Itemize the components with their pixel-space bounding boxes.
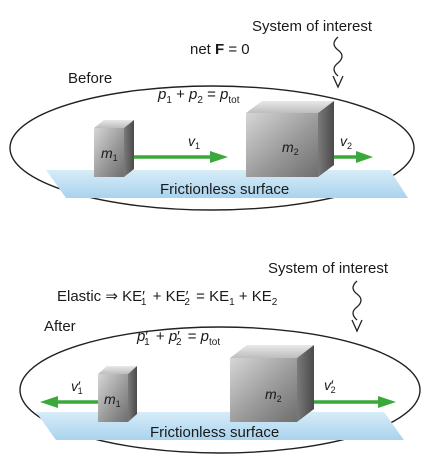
frictionless-surface-label-bottom: Frictionless surface (150, 424, 279, 441)
block-m1-bottom (98, 366, 137, 422)
system-of-interest-label-bottom: System of interest (268, 260, 389, 277)
pointer-arrowhead-bottom (351, 319, 363, 333)
elastic-energy-equation: Elastic ⇒ KE′1 + KE′2 = KE1 + KE2 (57, 288, 278, 308)
block-m1-top (94, 120, 134, 177)
velocity-arrowhead-v2-bottom (378, 396, 396, 408)
system-of-interest-label-top: System of interest (252, 18, 373, 35)
momentum-equation-bottom: p′1 + p′2 = ptot (136, 328, 220, 348)
velocity-v2-label-bottom: v′2 (324, 377, 336, 395)
mass-m1-label-top: m1 (101, 145, 118, 163)
system-boundary-top (9, 85, 415, 211)
net-force-label: net F = 0 (190, 41, 250, 58)
velocity-v1-label-top: v1 (188, 133, 200, 151)
pointer-arrowhead-top (332, 75, 344, 89)
mass-m2-label-top: m2 (282, 139, 299, 157)
before-label: Before (68, 70, 112, 87)
mass-m2-label-bottom: m2 (265, 386, 282, 404)
block-m2-top (246, 101, 334, 177)
squiggle-pointer-bottom (352, 280, 362, 321)
squiggle-pointer-top (333, 36, 343, 77)
after-panel: System of interest Elastic ⇒ KE′1 + KE′2… (19, 260, 421, 454)
after-label: After (44, 318, 76, 335)
block-m2-bottom (230, 345, 314, 422)
frictionless-surface-label-top: Frictionless surface (160, 181, 289, 198)
mass-m1-label-bottom: m1 (104, 391, 121, 409)
before-panel: System of interest net F = 0 Before p1 +… (9, 18, 415, 211)
velocity-v1-label-bottom: v′1 (71, 378, 83, 396)
velocity-arrowhead-v1-top (210, 151, 228, 163)
momentum-equation-top: p1 + p2 = ptot (157, 86, 240, 106)
velocity-arrowhead-v2-top (356, 151, 373, 163)
velocity-v2-label-top: v2 (340, 133, 352, 151)
velocity-arrowhead-v1-bottom (40, 396, 58, 408)
system-boundary-bottom (19, 326, 421, 454)
